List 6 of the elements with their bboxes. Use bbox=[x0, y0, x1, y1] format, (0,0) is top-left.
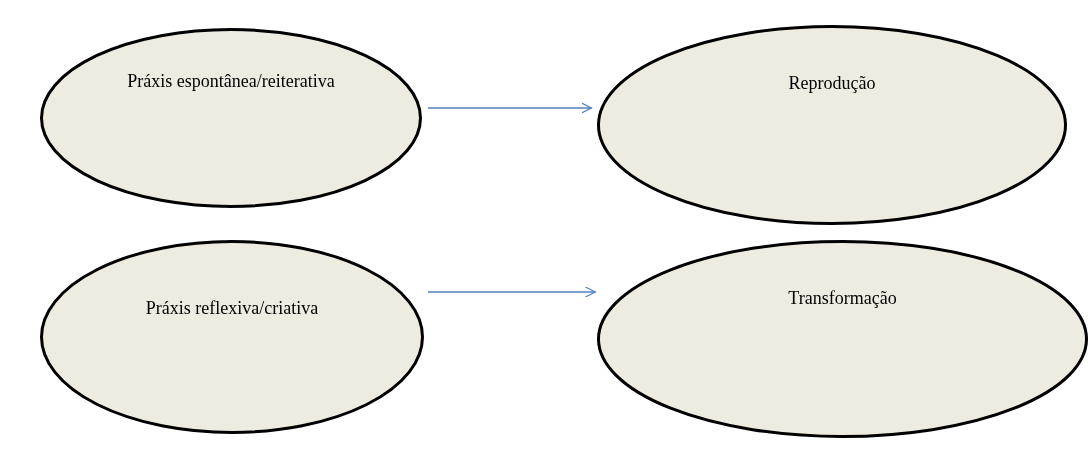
node-label: Práxis espontânea/reiterativa bbox=[126, 70, 336, 93]
arrow bbox=[427, 102, 593, 114]
node-label: Reprodução bbox=[787, 72, 877, 95]
node-label: Práxis reflexiva/criativa bbox=[144, 297, 320, 320]
node-label: Transformação bbox=[787, 287, 898, 310]
arrow bbox=[427, 286, 596, 298]
